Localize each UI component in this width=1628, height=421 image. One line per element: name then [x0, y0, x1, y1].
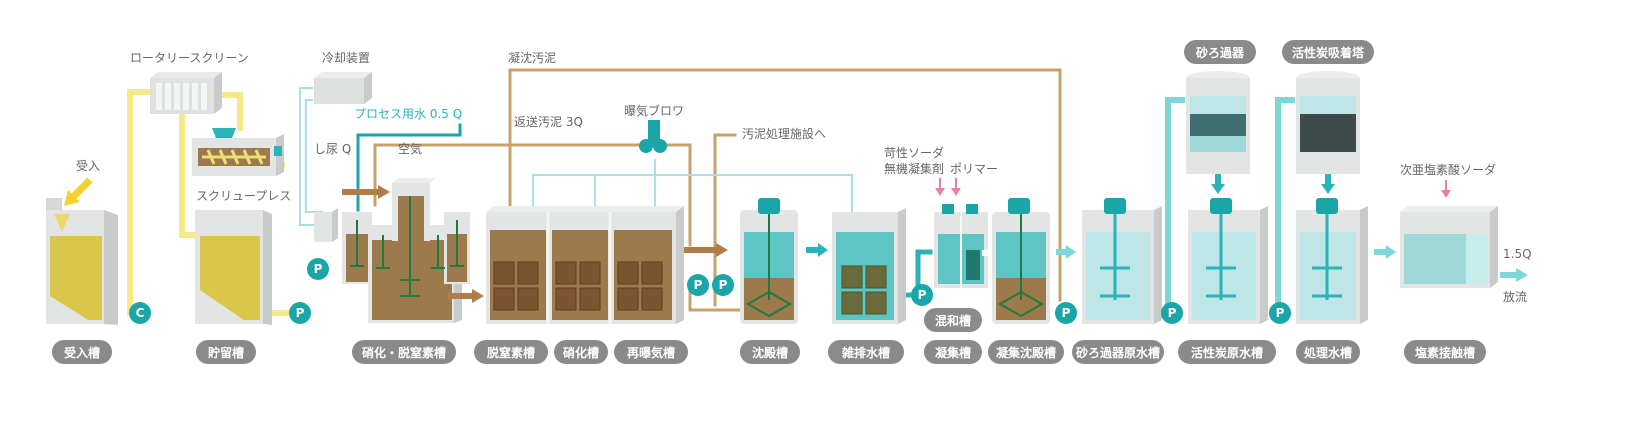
pill-carbon-tower-label: 活性炭吸着塔 [1292, 45, 1365, 60]
pump-c: C [129, 302, 151, 324]
label-aeration-blower: 曝気ブロワ [624, 103, 684, 118]
activated-carbon-tower [1296, 71, 1360, 194]
denitrification-nitrification-reaeration-block [486, 206, 684, 324]
label-rotary-screen: ロータリースクリーン [130, 51, 249, 65]
screw-press [192, 128, 284, 176]
media-block-icons [493, 261, 663, 311]
tank-label-storage: 貯留槽 [208, 345, 244, 360]
tank-label-chlorine-contact: 塩素接触槽 [1415, 345, 1475, 360]
label-air: 空気 [398, 141, 422, 156]
screw-spiral-icon [202, 149, 266, 165]
label-to-sludge-facility: 汚泥処理施設へ [742, 126, 826, 141]
sand-filter-raw-water-tank [1082, 198, 1162, 324]
cooler-unit [314, 72, 372, 104]
pump-coag-settling-label: P [1062, 306, 1071, 320]
nitrification-denitrification-tank [342, 178, 470, 323]
yellow-pipe-screen-to-storage [179, 112, 203, 238]
tank-label-denitrification: 脱窒素槽 [487, 345, 535, 360]
tank-label-treated-water: 処理水槽 [1303, 345, 1352, 360]
pump-reaeration-1: P [687, 274, 709, 296]
teal-pipe-cooler-loop-2 [305, 99, 323, 213]
pump-c-label: C [136, 306, 145, 320]
mixing-coagulation-tank [934, 204, 988, 288]
miscellaneous-wastewater-tank [832, 208, 906, 324]
tank-label-coag-settling: 凝集沈殿槽 [996, 345, 1056, 360]
tank-label-settling: 沈殿槽 [752, 345, 788, 360]
yellow-pipe-screen-to-press [219, 92, 243, 131]
teal-pipe-to-sand [1165, 97, 1185, 316]
label-cooler: 冷却装置 [322, 51, 370, 65]
pump-misc-wastewater-label: P [918, 288, 927, 302]
mixer-icons [350, 196, 464, 297]
label-night-soil: し尿 Q [314, 142, 351, 156]
light-teal-flow-arrows [1056, 245, 1528, 282]
pump-carbon-raw: P [1269, 302, 1291, 324]
label-discharge: 放流 [1503, 289, 1527, 304]
label-return-sludge: 返送汚泥 3Q [514, 114, 583, 129]
label-hypochlorite: 次亜塩素酸ソーダ [1400, 162, 1496, 177]
chlorine-contact-tank [1400, 206, 1498, 288]
storage-tank [195, 210, 272, 325]
tank-label-sand-raw: 砂ろ過器原水槽 [1075, 345, 1160, 360]
intake-tank [46, 198, 118, 325]
pump-storage: P [289, 302, 311, 324]
aeration-blower [639, 120, 667, 153]
tank-label-nitrification-denitrification: 硝化・脱窒素槽 [362, 345, 446, 360]
pill-carbon-tower: 活性炭吸着塔 [1282, 40, 1374, 64]
tank-label-coagulation: 凝集槽 [935, 345, 971, 360]
tank-label-intake: 受入槽 [64, 345, 100, 360]
treated-water-tank [1296, 198, 1368, 324]
tan-pipe-bottom [688, 288, 742, 312]
teal-pipe-process-water [356, 123, 462, 212]
label-inorganic-coagulant: 無機凝集剤 [884, 161, 944, 176]
pill-sand-filter-label: 砂ろ過器 [1195, 45, 1245, 60]
teal-pipe-cooler-loop [299, 87, 323, 226]
tan-pipe-coagulated-sludge [508, 68, 1062, 302]
tan-pipe-return-sludge [373, 143, 692, 247]
tank-label-misc-wastewater: 雑排水槽 [841, 345, 890, 360]
chemical-dosing-arrows [935, 178, 1451, 198]
rotary-screen [150, 72, 222, 114]
pump-sand-raw: P [1161, 302, 1183, 324]
pill-sand-filter: 砂ろ過器 [1184, 40, 1256, 64]
pump-coag-settling: P [1055, 302, 1077, 324]
tank-label-carbon-raw: 活性炭原水槽 [1191, 345, 1263, 360]
pump-storage-label: P [296, 306, 305, 320]
yellow-pipe-intake-to-screen [127, 89, 161, 316]
pump-night-soil: P [307, 258, 329, 280]
label-polymer: ポリマー [950, 162, 998, 176]
pump-carbon-raw-label: P [1276, 306, 1285, 320]
carbon-raw-water-tank [1188, 198, 1268, 324]
intake-arrow-icon [64, 177, 93, 206]
label-process-water: プロセス用水 0.5 Q [354, 107, 462, 121]
pump-sand-raw-label: P [1168, 306, 1177, 320]
pump-misc-wastewater: P [911, 284, 933, 306]
label-caustic-soda: 苛性ソーダ [884, 145, 944, 160]
label-coagulated-sludge: 凝沈汚泥 [508, 50, 556, 65]
valve-box [314, 208, 338, 242]
teal-flow-arrows [806, 243, 828, 257]
tank-label-nitrification: 硝化槽 [563, 345, 599, 360]
sand-filter [1186, 71, 1250, 194]
label-intake: 受入 [76, 159, 100, 173]
pump-night-soil-label: P [314, 262, 323, 276]
tank-label-reaeration: 再曝気槽 [627, 345, 675, 360]
label-outflow-rate: 1.5Q [1503, 247, 1532, 261]
tank-label-pills: 受入槽 貯留槽 硝化・脱窒素槽 脱窒素槽 硝化槽 再曝気槽 沈殿槽 雑排水槽 凝… [52, 308, 1486, 364]
teal-pipe-to-carbon [1275, 97, 1295, 316]
tank-label-mixing: 混和槽 [935, 313, 971, 328]
pump-reaeration-1-label: P [694, 278, 703, 292]
label-screw-press: スクリュープレス [196, 189, 291, 203]
pump-reaeration-2: P [712, 274, 734, 296]
settling-tank [740, 198, 798, 324]
pump-reaeration-2-label: P [719, 278, 728, 292]
coagulation-settling-tank [992, 198, 1050, 324]
